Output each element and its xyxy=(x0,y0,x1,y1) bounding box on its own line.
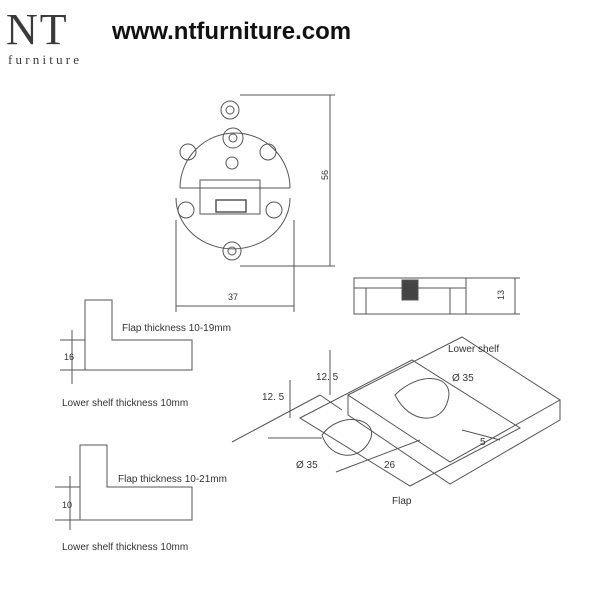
bore-top-label: Ø 35 xyxy=(452,373,474,384)
dim-width-label: 37 xyxy=(228,292,239,302)
side-view-body xyxy=(353,277,467,315)
screw-top-inner xyxy=(225,105,235,115)
hinge-knuckle xyxy=(199,179,261,215)
dim-height-label: 56 xyxy=(320,169,331,181)
screw-center xyxy=(222,127,244,149)
screw-bottom xyxy=(222,241,242,261)
logo-wordmark: furniture xyxy=(8,52,83,67)
screw-bl xyxy=(177,201,195,219)
shelf-thickness-label-2: Lower shelf thickness 10mm xyxy=(62,542,189,553)
iso-lower-shelf xyxy=(347,336,561,463)
screw-small xyxy=(225,156,239,170)
bore-bottom-label: Ø 35 xyxy=(296,460,318,471)
flap-offset-label: 12. 5 xyxy=(316,372,339,383)
screw-right xyxy=(259,143,277,161)
flap-thickness-label-1: Flap thickness 10-19mm xyxy=(122,323,231,334)
flap-thickness-label-2: Flap thickness 10-21mm xyxy=(118,474,227,485)
hinge-top-plate xyxy=(179,132,291,189)
header: NT furniture www.ntfurniture.com xyxy=(0,0,600,70)
logo-letters: NT xyxy=(6,5,69,54)
center-distance-label: 26 xyxy=(384,460,396,471)
screw-bottom-inner xyxy=(227,246,237,256)
website-url: www.ntfurniture.com xyxy=(112,18,352,45)
screw-top xyxy=(220,100,240,120)
edge-distance-label: 5 xyxy=(480,437,486,448)
shelf-offset-label: 12. 5 xyxy=(262,392,285,403)
screw-center-inner xyxy=(228,133,238,143)
iso-bore-top xyxy=(394,378,450,419)
dim-side-height-label: 13 xyxy=(496,289,507,301)
shelf-thickness-label-1: Lower shelf thickness 10mm xyxy=(62,398,189,409)
lower-shelf-label: Lower shelf xyxy=(448,344,500,355)
brand-logo: NT furniture xyxy=(6,5,100,68)
hinge-bottom-plate xyxy=(175,197,291,250)
hinge-pin xyxy=(215,199,247,213)
flap-label: Flap xyxy=(392,496,412,507)
screw-br xyxy=(265,201,283,219)
iso-bore-bottom xyxy=(321,419,373,456)
screw-left xyxy=(179,143,197,161)
dim-10-label: 10 xyxy=(62,500,73,510)
iso-flap xyxy=(298,359,521,487)
dim-16-label: 16 xyxy=(64,352,75,362)
